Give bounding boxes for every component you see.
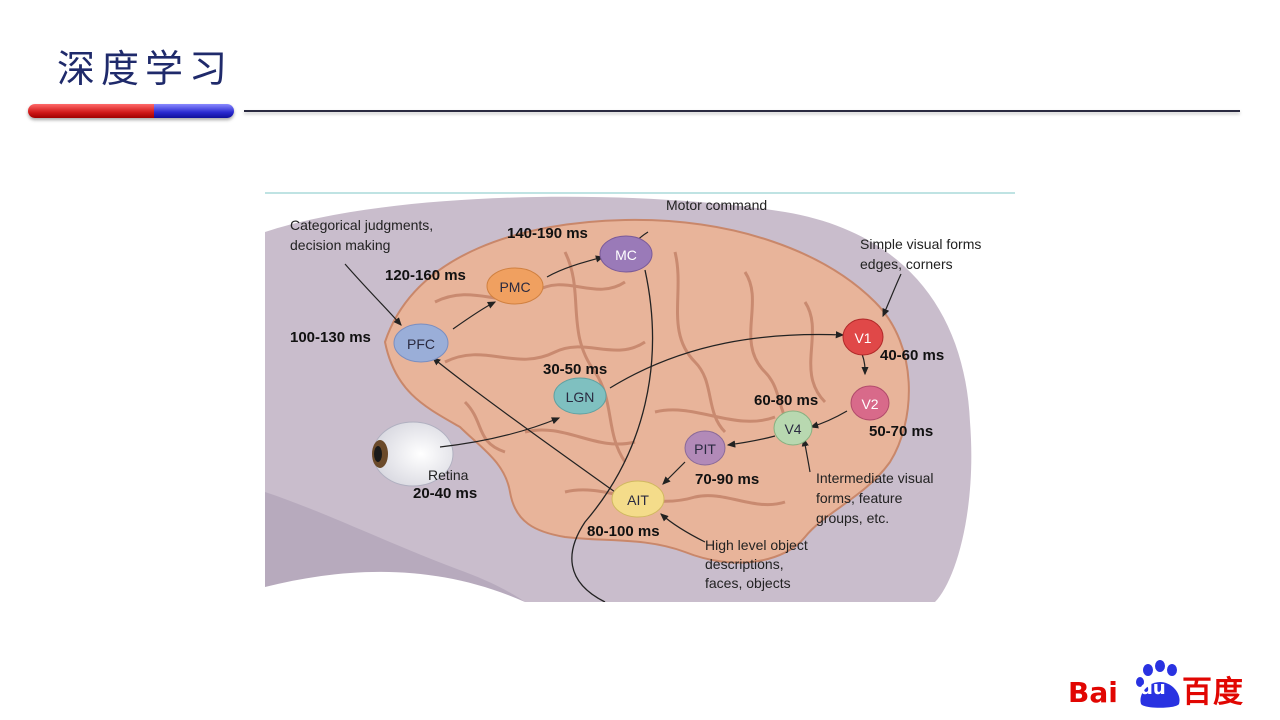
slide-title: 深度学习 — [57, 47, 234, 91]
annotation-intermediate-line2: forms, feature — [816, 490, 903, 506]
annotation-motor-command: Motor command — [666, 197, 767, 213]
node-lgn-label: LGN — [566, 389, 595, 405]
annotation-high-line2: descriptions, — [705, 556, 784, 572]
eye-illustration — [372, 421, 454, 487]
node-pit: PIT — [684, 430, 726, 466]
node-mc: MC — [599, 235, 653, 273]
latency-v1: 40-60 ms — [880, 347, 944, 364]
latency-pfc: 100-130 ms — [290, 329, 371, 346]
node-v4: V4 — [773, 410, 813, 446]
baidu-logo: Bai du 百度 — [1068, 660, 1258, 710]
annotation-high-line3: faces, objects — [705, 575, 791, 591]
annotation-intermediate-line3: groups, etc. — [816, 510, 889, 526]
title-bar-blue-segment — [154, 104, 234, 118]
node-pit-label: PIT — [694, 441, 716, 457]
brain-visual-pathway-figure: PFC PMC MC LGN V1 V2 V4 PIT — [265, 192, 1015, 602]
annotation-retina: Retina — [428, 467, 469, 483]
brain-diagram: PFC PMC MC LGN V1 V2 V4 PIT — [265, 192, 1015, 602]
node-pmc-label: PMC — [499, 279, 530, 295]
latency-ait: 80-100 ms — [587, 523, 660, 540]
annotation-categorical-line1: Categorical judgments, — [290, 217, 433, 233]
annotation-simple-line1: Simple visual forms — [860, 236, 981, 252]
latency-pmc: 120-160 ms — [385, 267, 466, 284]
brain-shape — [383, 218, 910, 564]
annotation-categorical-line2: decision making — [290, 237, 390, 253]
node-lgn: LGN — [553, 377, 607, 415]
annotation-simple-line2: edges, corners — [860, 256, 953, 272]
node-pfc-label: PFC — [407, 336, 435, 352]
annotation-high-line1: High level object — [705, 537, 808, 553]
annotation-intermediate-line1: Intermediate visual — [816, 470, 934, 486]
node-v1-label: V1 — [854, 330, 871, 346]
motor-descending-curve — [571, 269, 654, 602]
node-v2: V2 — [850, 385, 890, 421]
baidu-paw-icon — [1136, 660, 1180, 708]
logo-text-bai: Bai — [1068, 676, 1118, 709]
latency-v4: 60-80 ms — [754, 392, 818, 409]
logo-text-du: du — [1140, 678, 1166, 699]
title-divider-line — [244, 110, 1240, 112]
latency-lgn: 30-50 ms — [543, 361, 607, 378]
lower-white — [265, 571, 525, 602]
neck-shadow — [265, 492, 525, 602]
latency-retina: 20-40 ms — [413, 485, 477, 502]
node-ait-label: AIT — [627, 492, 649, 508]
node-v4-label: V4 — [784, 421, 801, 437]
node-pmc: PMC — [486, 267, 544, 305]
node-pfc: PFC — [393, 323, 449, 363]
node-ait: AIT — [611, 480, 665, 518]
node-mc-label: MC — [615, 247, 637, 263]
latency-mc: 140-190 ms — [507, 225, 588, 242]
node-v1: V1 — [842, 318, 884, 356]
latency-v2: 50-70 ms — [869, 423, 933, 440]
title-accent-bar — [28, 104, 234, 118]
node-v2-label: V2 — [861, 396, 878, 412]
logo-text-chinese: 百度 — [1182, 675, 1244, 710]
latency-pit: 70-90 ms — [695, 471, 759, 488]
title-bar-red-segment — [28, 104, 154, 118]
